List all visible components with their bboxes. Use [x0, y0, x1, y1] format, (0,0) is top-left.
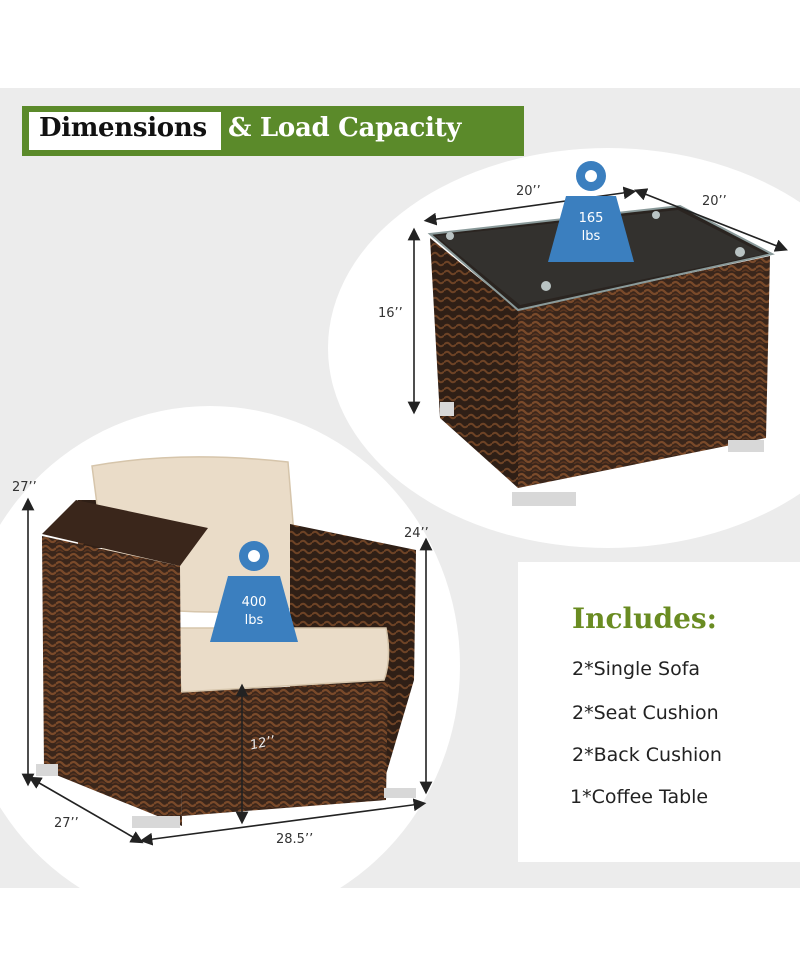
sofa-height-label: 27’’: [12, 480, 37, 495]
table-depth-label: 20’’: [702, 194, 727, 209]
title-load-capacity: & Load Capacity: [228, 113, 462, 143]
includes-title: Includes:: [572, 602, 717, 635]
table-height-label: 16’’: [378, 306, 403, 321]
sofa-width-line: [139, 798, 427, 846]
table-depth-line: [634, 188, 788, 252]
title-box: Dimensions: [29, 112, 221, 150]
title-dimensions: Dimensions: [39, 113, 207, 143]
sofa-load-unit: lbs: [245, 613, 264, 628]
table-width-label: 20’’: [516, 184, 541, 199]
sofa-load-value: 400: [242, 595, 267, 610]
sofa-depth-line: [28, 776, 144, 844]
sofa-depth-label: 27’’: [54, 816, 79, 831]
includes-card: Includes: 2*Single Sofa 2*Seat Cushion 2…: [518, 562, 800, 862]
includes-item: 2*Single Sofa: [572, 658, 701, 680]
sofa-width-label: 28.5’’: [276, 832, 314, 847]
includes-item: 2*Back Cushion: [572, 744, 722, 766]
table-load-value: 165: [579, 211, 604, 226]
weight-icon: 165 lbs: [548, 161, 634, 262]
table-load-unit: lbs: [582, 229, 601, 244]
includes-item: 1*Coffee Table: [570, 786, 709, 808]
sofa-arm-height-label: 24’’: [404, 526, 429, 541]
sofa-chair-illustration: [36, 456, 416, 828]
title-banner: Dimensions & Load Capacity: [22, 106, 524, 156]
gray-background-panel: 165 lbs: [0, 88, 800, 888]
weight-icon: 400 lbs: [210, 541, 298, 642]
illustration-layer: 165 lbs: [21, 161, 788, 846]
includes-item: 2*Seat Cushion: [572, 702, 719, 724]
